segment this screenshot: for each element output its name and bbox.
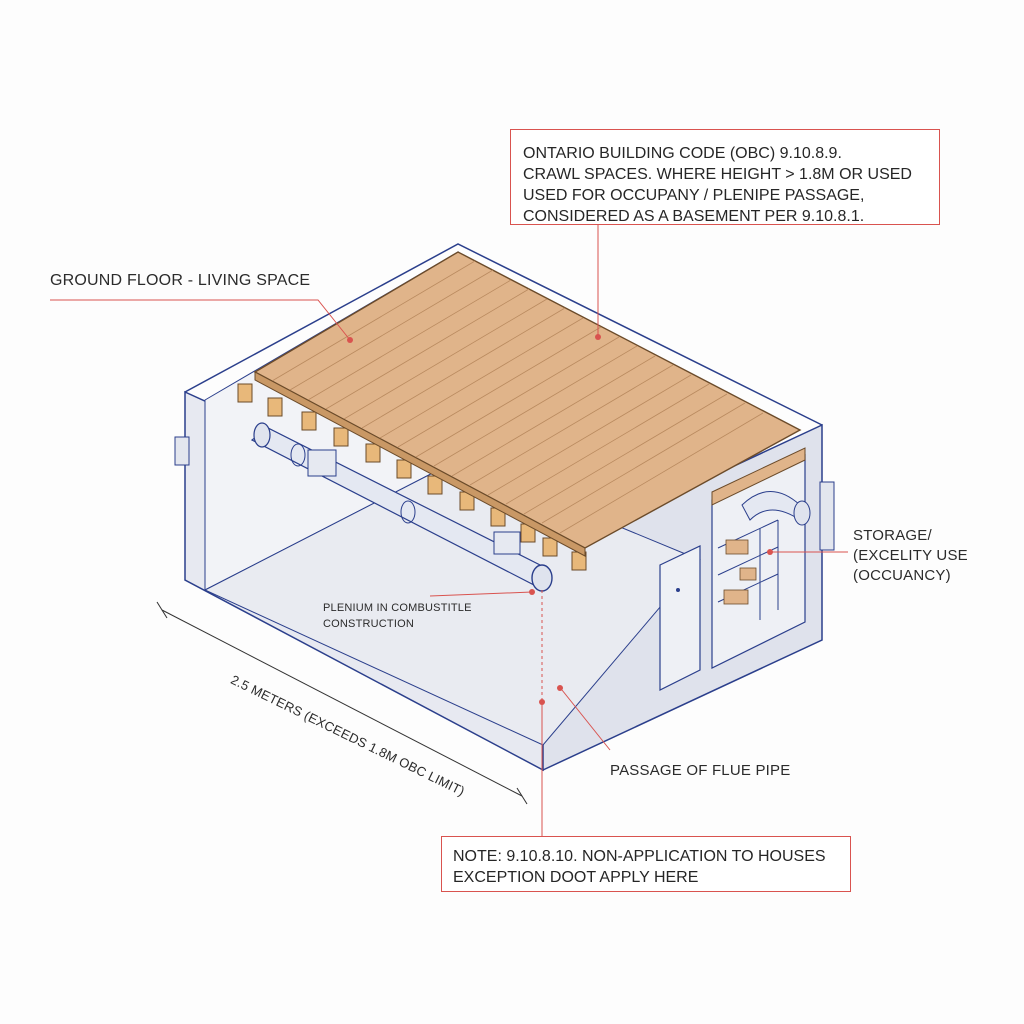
floor-planks xyxy=(271,260,764,534)
leader-lines xyxy=(50,225,848,836)
leader-dots xyxy=(347,334,773,705)
ground-floor-label: GROUND FLOOR - LIVING SPACE xyxy=(50,272,311,289)
joist xyxy=(237,383,253,403)
storage-beam xyxy=(711,447,806,506)
flue-pipe-label: PASSAGE OF FLUE PIPE xyxy=(610,762,791,779)
plenum-duct xyxy=(250,422,553,592)
storage-label-line: (OCCUANCY) xyxy=(853,567,951,584)
joist xyxy=(267,397,283,417)
joist xyxy=(396,459,412,479)
joist xyxy=(333,427,349,447)
note-callout: NOTE: 9.10.8.10. NON-APPLICATION TO HOUS… xyxy=(441,836,851,892)
door-knob xyxy=(676,588,680,592)
plenum-label: PLENIUM IN COMBUSTITLE CONSTRUCTION xyxy=(323,600,472,632)
flue-pipe xyxy=(741,491,811,526)
joist xyxy=(365,443,381,463)
door xyxy=(659,545,701,691)
joist xyxy=(542,537,558,557)
storage-label: STORAGE/ (EXCELITY USE (OCCUANCY) xyxy=(853,526,968,586)
storage-boxes xyxy=(723,539,757,605)
building-outline xyxy=(184,243,823,426)
joist xyxy=(301,411,317,431)
code-line: CONSIDERED AS A BASEMENT PER 9.10.8.1. xyxy=(523,208,865,225)
code-line: USED FOR OCCUPANY / PLENIPE PASSAGE, xyxy=(523,187,865,204)
storage-label-line: STORAGE/ xyxy=(853,527,932,544)
plenum-label-line: PLENIUM IN COMBUSTITLE xyxy=(323,602,472,614)
left-footing xyxy=(174,436,190,466)
plenum-label-line: CONSTRUCTION xyxy=(323,618,415,630)
note-line: EXCEPTION DOOT APPLY HERE xyxy=(453,869,699,886)
obc-code-callout: ONTARIO BUILDING CODE (OBC) 9.10.8.9. CR… xyxy=(510,129,940,225)
right-footing xyxy=(819,481,835,551)
dimension-line xyxy=(156,601,528,805)
storage-label-line: (EXCELITY USE xyxy=(853,547,968,564)
floor-edge xyxy=(254,371,586,557)
code-line: ONTARIO BUILDING CODE (OBC) 9.10.8.9. xyxy=(523,145,842,162)
code-line: CRAWL SPACES. WHERE HEIGHT > 1.8M OR USE… xyxy=(523,166,912,183)
note-line: NOTE: 9.10.8.10. NON-APPLICATION TO HOUS… xyxy=(453,848,826,865)
